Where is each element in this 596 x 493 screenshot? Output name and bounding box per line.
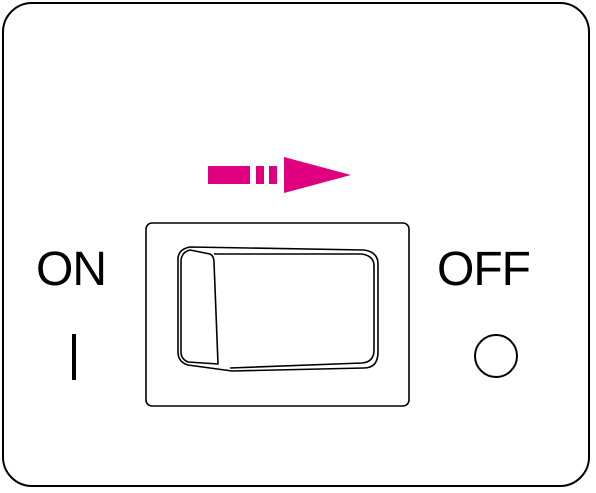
direction-arrow-icon: [208, 157, 351, 193]
rocker-switch[interactable]: [178, 247, 378, 371]
